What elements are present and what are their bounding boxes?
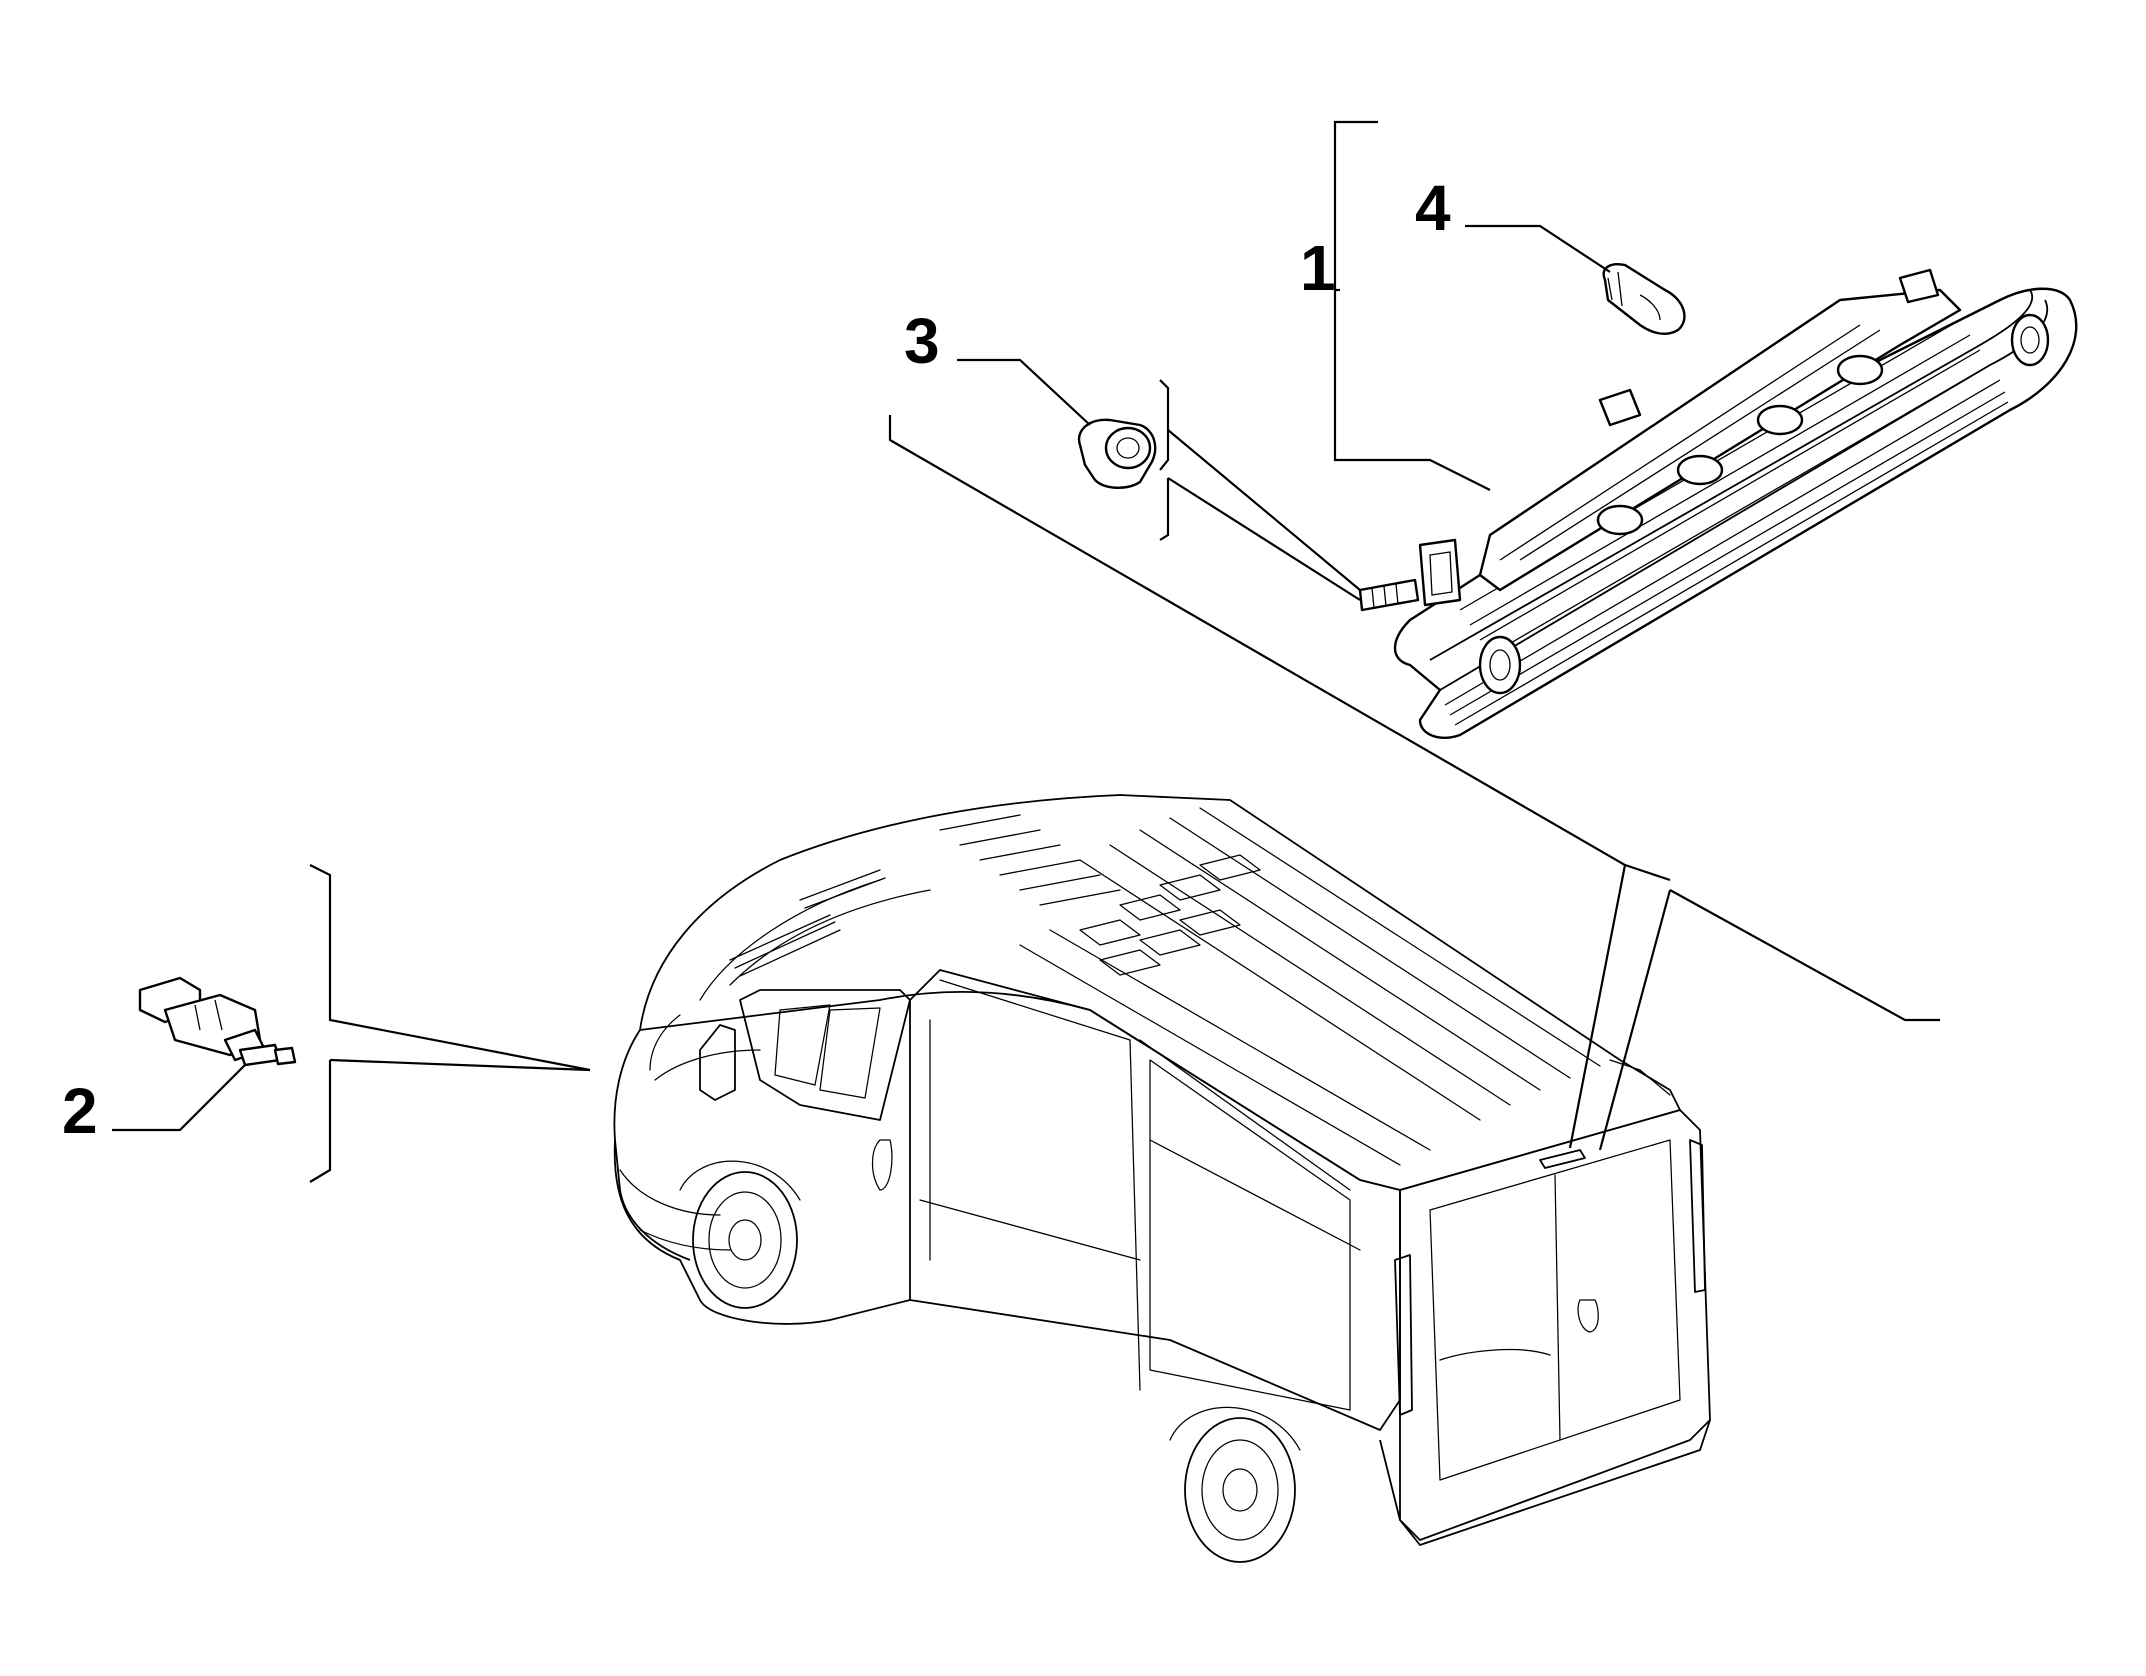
brake-light-switch xyxy=(138,976,297,1067)
third-brake-lamp-assembly xyxy=(1358,268,2078,739)
callout-2: 2 xyxy=(62,1075,98,1147)
callout-3: 3 xyxy=(904,305,940,377)
leader-lines xyxy=(112,120,1940,1183)
callout-4: 4 xyxy=(1415,172,1451,244)
bulb xyxy=(1602,263,1686,335)
nut xyxy=(1077,418,1157,489)
callout-1: 1 xyxy=(1300,232,1336,304)
van-illustration xyxy=(613,794,1711,1563)
